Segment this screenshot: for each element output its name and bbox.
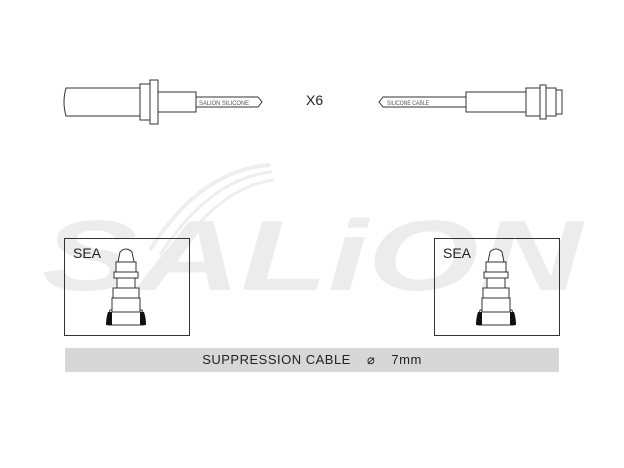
right-plug-neck <box>465 91 527 113</box>
left-plug-boot <box>63 87 141 117</box>
right-terminal-box: SEA <box>434 238 560 336</box>
right-plug-lead <box>378 84 563 120</box>
left-plug-lead <box>63 79 263 125</box>
right-plug-tip <box>555 89 563 115</box>
cable-type-text: SUPPRESSION CABLE <box>202 352 351 367</box>
right-terminal-drawing <box>476 248 516 326</box>
left-terminal-drawing <box>106 248 146 326</box>
left-terminal-label: SEA <box>73 245 102 261</box>
right-cable-print: SILICONE CABLE <box>387 101 429 107</box>
right-cable <box>378 96 467 108</box>
left-terminal-box: SEA <box>64 238 190 336</box>
left-plug-collar <box>139 83 151 121</box>
diameter-value: 7mm <box>391 352 422 367</box>
right-plug-collar-ring <box>539 84 547 120</box>
cable-spec-bar: SUPPRESSION CABLE ⌀ 7mm <box>65 348 559 372</box>
left-plug-collar-ring <box>149 79 159 125</box>
left-cable <box>195 96 263 108</box>
diameter-symbol: ⌀ <box>366 352 376 367</box>
left-plug-neck <box>157 91 197 113</box>
quantity-label: X6 <box>306 92 324 108</box>
left-cable-print: SALION SILICONE <box>199 101 249 107</box>
right-terminal-label: SEA <box>443 245 472 261</box>
